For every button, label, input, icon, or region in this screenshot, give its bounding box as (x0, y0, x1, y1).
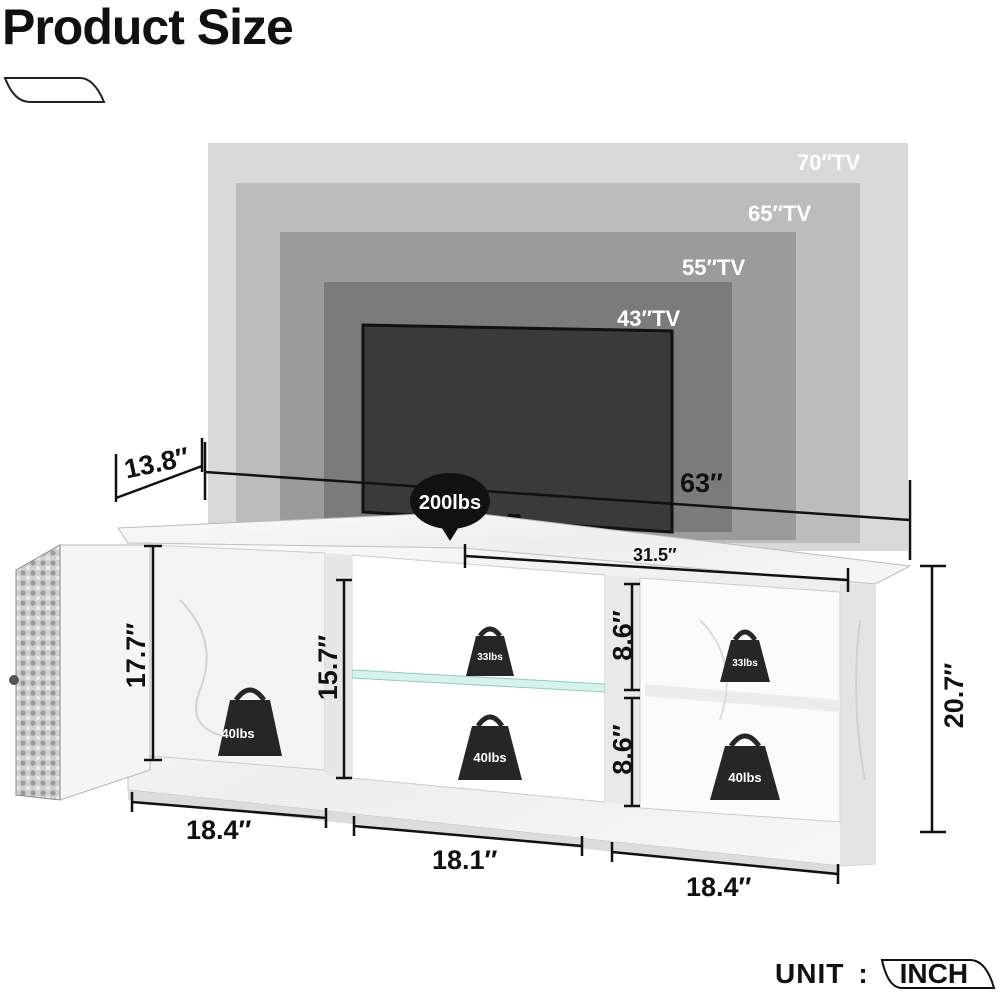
dim-center-width: 18.1″ (432, 845, 498, 875)
unit-separator: : (858, 958, 868, 989)
cabinet-door (9, 544, 151, 801)
tv-55-label: 55″TV (682, 255, 746, 280)
page-title: Product Size (2, 0, 294, 55)
weight-center-shelf: 33lbs (466, 626, 514, 676)
weight-center-bottom: 40lbs (458, 714, 522, 780)
unit-row: UNIT : INCH (775, 956, 998, 992)
svg-text:40lbs: 40lbs (473, 750, 506, 765)
dim-right-lower: 8.6″ (607, 724, 638, 775)
dim-half-width: 31.5″ (633, 545, 677, 565)
dim-height: 20.7″ (939, 662, 970, 729)
load-bubble (410, 473, 490, 541)
unit-value: INCH (899, 958, 969, 989)
svg-text:40lbs: 40lbs (728, 770, 761, 785)
unit-box: INCH (878, 956, 998, 992)
svg-text:33lbs: 33lbs (732, 658, 758, 669)
load-top-text: 200lbs (418, 492, 482, 514)
weight-right-bottom: 40lbs (710, 733, 780, 800)
tv-65-label: 65″TV (748, 201, 812, 226)
svg-text:33lbs: 33lbs (477, 652, 503, 663)
stand-body (127, 542, 876, 876)
dim-center-height: 15.7″ (313, 634, 344, 701)
dim-left-width: 18.4″ (186, 815, 252, 845)
unit-label: UNIT (775, 958, 845, 989)
tv-70-label: 70″TV (797, 150, 861, 175)
dim-total-width: 63″ (680, 468, 723, 498)
weight-left-cabinet: 40lbs (218, 687, 282, 756)
title-decoration (3, 77, 106, 103)
dim-right-width: 18.4″ (686, 872, 752, 902)
weight-right-shelf: 33lbs (720, 629, 770, 682)
weight-left-text: 40lbs (221, 726, 254, 741)
dim-cabinet-height: 17.7″ (121, 622, 152, 689)
tv-43-label: 43″TV (617, 306, 681, 331)
dim-right-upper: 8.6″ (607, 610, 638, 661)
dimension-lines (114, 438, 946, 884)
unit-box-outline (880, 959, 995, 989)
